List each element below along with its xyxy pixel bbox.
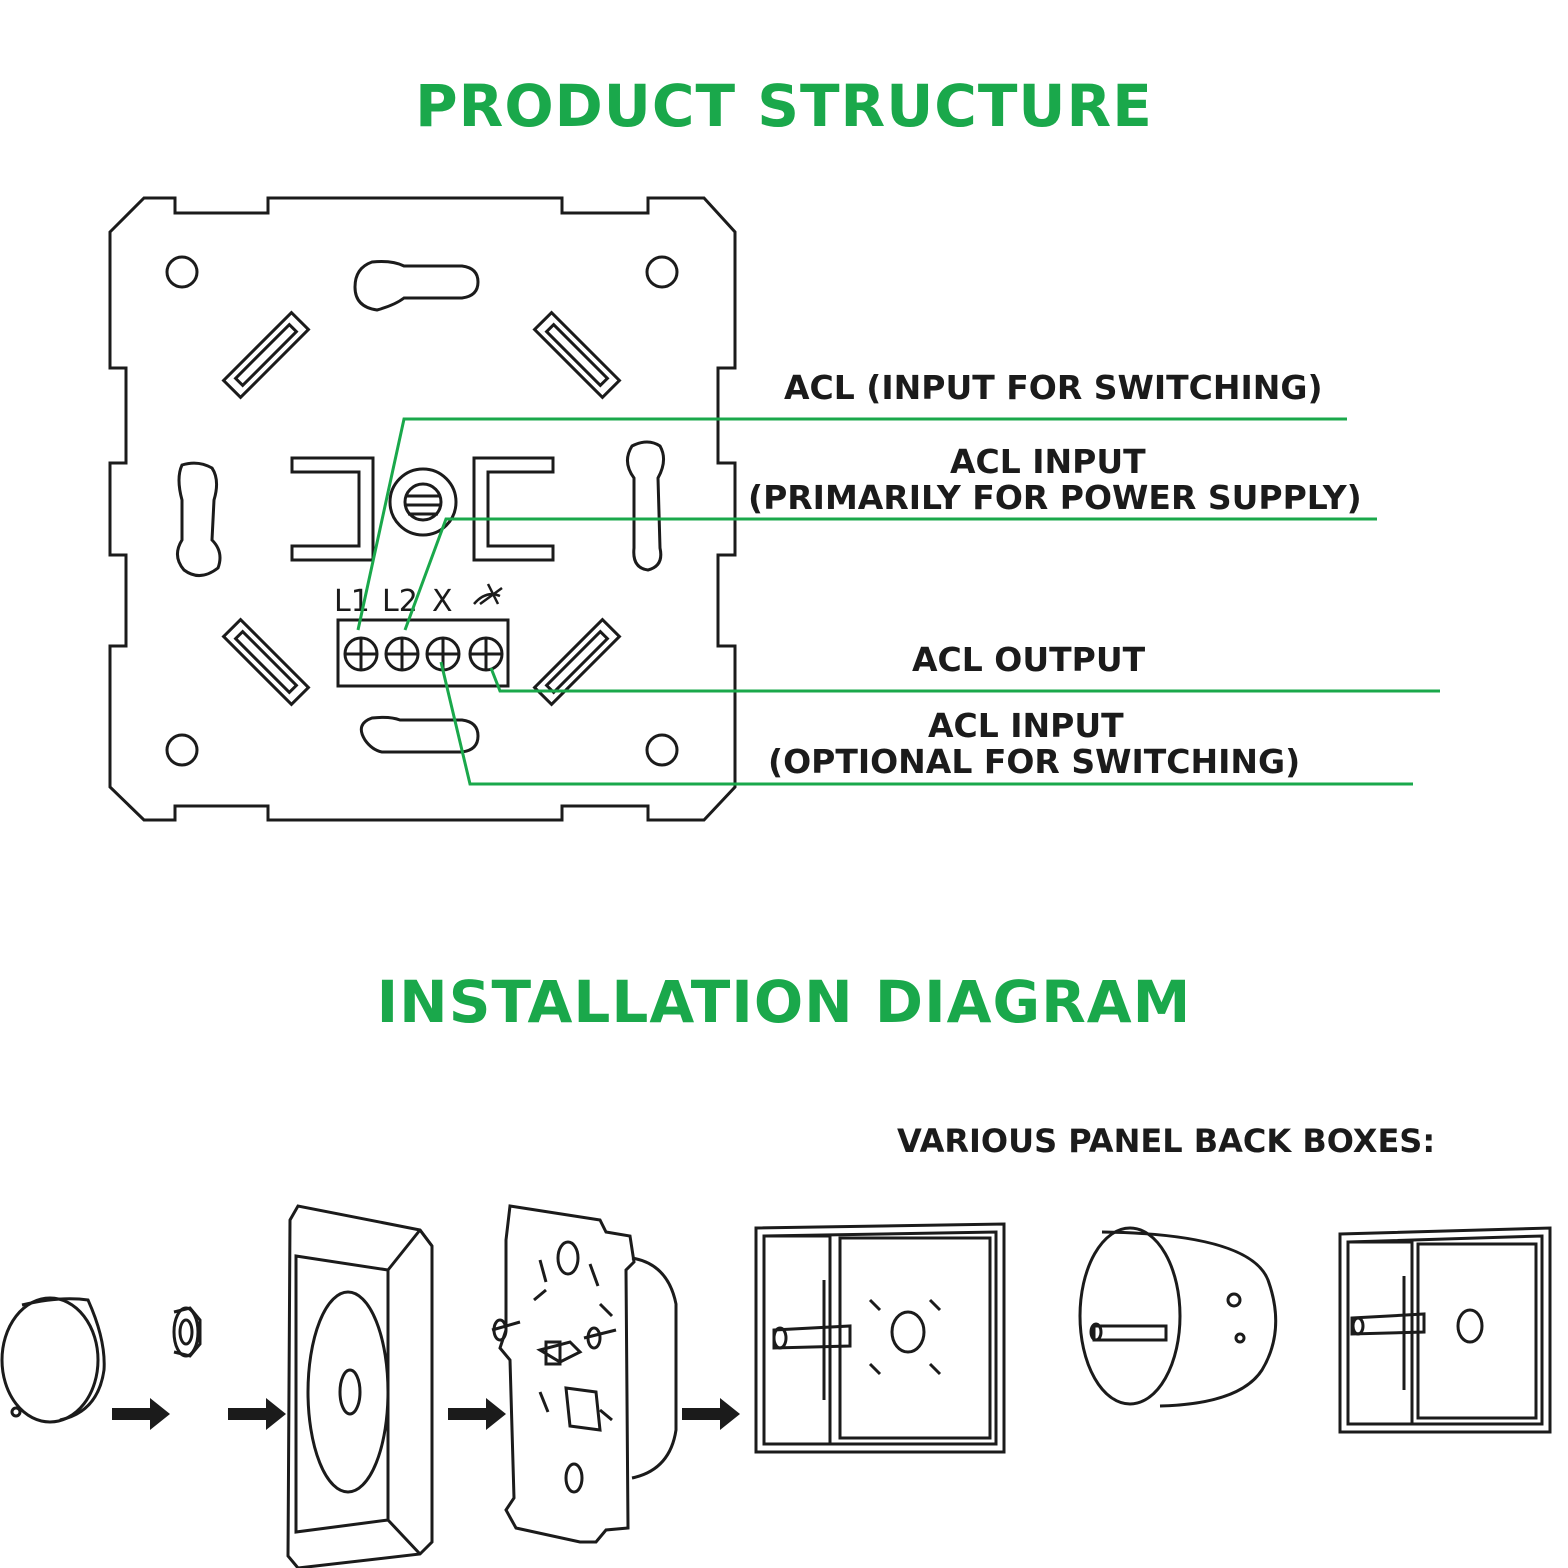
diagonal-slot-top-right [532,310,622,400]
product-structure-title: PRODUCT STRUCTURE [415,72,1153,140]
leader-acl-output [489,667,1440,693]
mount-hole-top-left [165,255,199,289]
leader-acl-input-power [403,517,1377,631]
callout-acl-output: ACL OUTPUT [912,640,1146,679]
potentiometer-shaft [388,467,458,537]
bracket-left [290,456,375,562]
load-symbol-icon [473,583,503,606]
installation-diagram-title: INSTALLATION DIAGRAM [376,968,1192,1036]
keyhole-slot-right [626,440,665,572]
diagonal-slot-bottom-right [532,617,622,707]
callout-acl-optional-line1: ACL INPUT [928,706,1124,745]
back-boxes-label: VARIOUS PANEL BACK BOXES: [897,1122,1436,1160]
mount-hole-bottom-left [165,733,199,767]
callout-acl-optional-line2: (OPTIONAL FOR SWITCHING) [768,742,1301,781]
terminal-block [336,618,510,688]
arrow-right-icon [228,1398,286,1430]
dimmer-mechanism [491,1204,678,1544]
arrow-right-icon [682,1398,740,1430]
mounting-nut [172,1306,202,1358]
callout-acl-switching: ACL (INPUT FOR SWITCHING) [784,368,1323,407]
keyhole-slot-top [353,260,480,312]
square-back-box-small [1338,1226,1552,1434]
terminal-label-x: X [432,584,453,619]
leader-acl-switching [356,417,1347,631]
arrow-right-icon [112,1398,170,1430]
leader-acl-optional [439,661,1413,786]
diagonal-slot-top-left [221,310,311,400]
diagonal-slot-bottom-left [221,617,311,707]
callout-acl-input-line1: ACL INPUT [950,442,1146,481]
callout-acl-input-line2: (PRIMARILY FOR POWER SUPPLY) [748,478,1362,517]
dimmer-plate-outline [108,196,737,822]
square-back-box-large [754,1222,1006,1454]
arrow-right-icon [448,1398,506,1430]
mount-hole-bottom-right [645,733,679,767]
mount-hole-top-right [645,255,679,289]
bracket-right [472,456,555,562]
keyhole-slot-left [176,461,222,577]
front-cover-frame [286,1204,434,1568]
keyhole-slot-bottom [359,715,480,754]
dimmer-knob [0,1296,106,1424]
round-back-box [1078,1226,1278,1408]
